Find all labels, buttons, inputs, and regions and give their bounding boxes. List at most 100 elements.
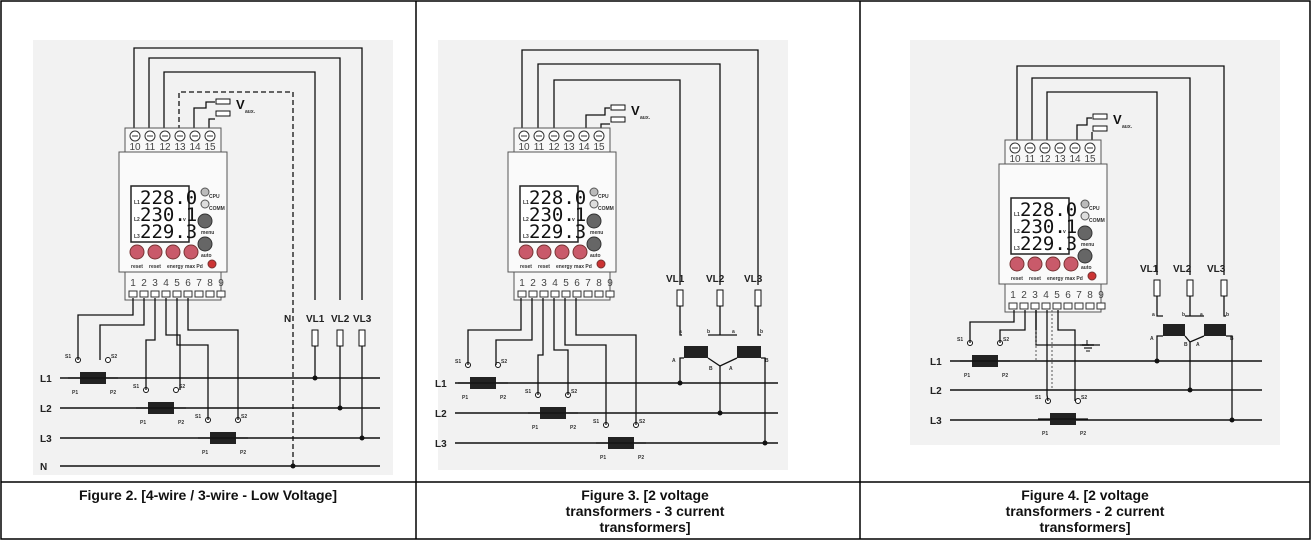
terminal-screw bbox=[561, 290, 571, 298]
p1-label: P1 bbox=[202, 450, 208, 456]
lcd-reading: 228.0 bbox=[529, 187, 586, 209]
terminal-label: 6 bbox=[1065, 290, 1071, 301]
neutral-wire bbox=[178, 91, 294, 466]
p2-label: P2 bbox=[570, 425, 576, 431]
s1-label: S1 bbox=[1035, 395, 1041, 401]
terminal-screw bbox=[572, 290, 582, 298]
voltage-wire bbox=[521, 49, 759, 285]
button-label: reset bbox=[1029, 276, 1041, 282]
figure-4-caption: Figure 4. [2 voltage transformers - 2 cu… bbox=[1005, 487, 1165, 535]
reset-button bbox=[1009, 256, 1025, 272]
aux-fuse bbox=[215, 110, 231, 117]
ct-wire bbox=[187, 298, 239, 420]
vaux-subscript: aux. bbox=[245, 109, 256, 115]
terminal-label: 1 bbox=[519, 278, 525, 289]
reset-button bbox=[536, 244, 552, 260]
terminal-screw bbox=[583, 290, 593, 298]
ct-wire bbox=[495, 298, 533, 365]
button-label: reset bbox=[538, 264, 550, 270]
phase-label: L1 bbox=[435, 379, 447, 390]
vt-a: a bbox=[1200, 312, 1203, 318]
reset-button bbox=[1063, 256, 1079, 272]
vt-a: a bbox=[732, 329, 735, 335]
lcd-reading: 229.3 bbox=[1020, 233, 1077, 255]
button-label: reset bbox=[149, 264, 161, 270]
lcd-display bbox=[130, 185, 190, 243]
vl-label: VL3 bbox=[353, 314, 372, 325]
voltage-fuse bbox=[358, 329, 366, 347]
reset-button bbox=[554, 244, 570, 260]
vt-A: A bbox=[1196, 342, 1200, 348]
button-label: max Pd bbox=[1065, 276, 1083, 282]
voltage-wire bbox=[148, 57, 341, 300]
terminal-label: 10 bbox=[129, 142, 141, 153]
terminal-screw bbox=[517, 290, 527, 298]
vl-label: VL1 bbox=[666, 274, 685, 285]
ct-wire bbox=[575, 298, 637, 425]
terminal-label: 12 bbox=[159, 142, 171, 153]
aux-fuse bbox=[610, 116, 626, 123]
lcd-phase-label: L1 bbox=[134, 200, 140, 206]
s2-label: S2 bbox=[501, 359, 507, 365]
phase-label: L3 bbox=[435, 439, 447, 450]
cpu-led bbox=[1080, 199, 1090, 209]
aux-wire bbox=[193, 101, 215, 130]
lcd-reading: 230.1 bbox=[529, 204, 586, 226]
s2-label: S2 bbox=[179, 384, 185, 390]
ct-wire bbox=[969, 310, 1015, 343]
ct-wire bbox=[165, 298, 181, 390]
aux-wire bbox=[1076, 117, 1092, 140]
terminal-screw bbox=[1041, 302, 1051, 310]
aux-fuse bbox=[215, 98, 231, 105]
terminal-label: 3 bbox=[541, 278, 547, 289]
terminal-screw bbox=[539, 290, 549, 298]
voltage-fuse bbox=[311, 329, 319, 347]
terminal-label: 8 bbox=[1087, 290, 1093, 301]
phase-label: L1 bbox=[930, 357, 942, 368]
vt-a: a bbox=[679, 329, 682, 335]
voltage-wire bbox=[1046, 91, 1158, 275]
terminal-screw bbox=[139, 290, 149, 298]
terminal-screw bbox=[205, 290, 215, 298]
terminal-label: 9 bbox=[218, 278, 224, 289]
vl-label: VL2 bbox=[1173, 264, 1192, 275]
junction bbox=[359, 435, 365, 441]
junction bbox=[677, 380, 683, 386]
terminal-label: 6 bbox=[574, 278, 580, 289]
terminal-screw bbox=[550, 290, 560, 298]
phase-label: L2 bbox=[40, 404, 52, 415]
s2-label: S2 bbox=[241, 414, 247, 420]
button-label: reset bbox=[1011, 276, 1023, 282]
lcd-phase-label: L2 bbox=[523, 217, 529, 223]
s2-label: S2 bbox=[111, 354, 117, 360]
voltage-fuse bbox=[1186, 279, 1194, 297]
menu-key bbox=[586, 213, 602, 229]
vaux-subscript: aux. bbox=[640, 115, 651, 121]
button-label: max Pd bbox=[574, 264, 592, 270]
menu-label: menu bbox=[590, 230, 603, 236]
terminal-screw bbox=[1052, 302, 1062, 310]
voltage-fuse bbox=[1153, 279, 1161, 297]
vt-primary bbox=[761, 357, 766, 443]
voltage-wire bbox=[537, 63, 721, 285]
aux-wire bbox=[585, 107, 610, 130]
comm-led bbox=[589, 199, 599, 209]
ct-wire bbox=[99, 298, 145, 360]
terminal-label: 4 bbox=[163, 278, 169, 289]
vt-b: b bbox=[707, 329, 710, 335]
cpu-led bbox=[200, 187, 210, 197]
s1-label: S1 bbox=[455, 359, 461, 365]
terminal-label: 2 bbox=[530, 278, 536, 289]
terminal-screw bbox=[1019, 302, 1029, 310]
terminal-screw bbox=[605, 290, 615, 298]
button-label: energy bbox=[167, 264, 184, 270]
lcd-reading: 230.1 bbox=[1020, 216, 1077, 238]
terminal-label: 13 bbox=[174, 142, 186, 153]
lcd-unit: v bbox=[1063, 229, 1066, 235]
terminal-label: 10 bbox=[1009, 154, 1021, 165]
lcd-phase-label: L3 bbox=[523, 234, 529, 240]
terminal-label: 15 bbox=[593, 142, 605, 153]
menu-label: menu bbox=[1081, 242, 1094, 248]
voltage-transformer bbox=[684, 346, 708, 358]
